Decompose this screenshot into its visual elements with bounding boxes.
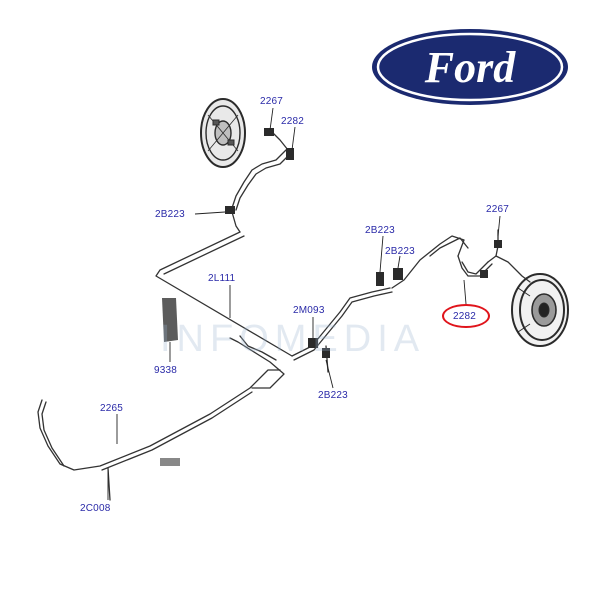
fittings (160, 128, 502, 466)
label-junction: 2M093 (293, 305, 325, 316)
leader-lines (107, 107, 501, 500)
label-front-line: 2265 (100, 403, 124, 414)
junction-block (308, 338, 318, 348)
left-hose-fitting (286, 148, 294, 160)
label-upper-clip-1: 2B223 (365, 225, 395, 236)
label-rear-right-adjuster: 2267 (486, 204, 510, 215)
label-rear-left-adjuster: 2267 (260, 96, 284, 107)
label-main-line: 2L111 (208, 273, 236, 284)
upper-clip-1-fitting (376, 272, 384, 286)
junction-clip-fitting (322, 348, 330, 358)
left-adjuster-fitting (264, 128, 274, 136)
right-hose-fitting (480, 270, 488, 278)
right-adjuster-fitting (494, 240, 502, 248)
label-left-clip: 2B223 (155, 209, 185, 220)
label-upper-clip-2: 2B223 (385, 246, 415, 257)
label-bracket: 9338 (154, 365, 178, 376)
label-front-connector: 2C008 (80, 503, 111, 514)
left-brake-drum (200, 98, 246, 168)
upper-clip-2-fitting (393, 268, 403, 280)
ford-logo: Ford (372, 29, 568, 105)
selected-part-highlight (442, 304, 490, 328)
right-brake-drum (511, 273, 569, 347)
front-clip-part (160, 458, 180, 466)
bracket-part (162, 298, 178, 342)
label-junction-clip: 2B223 (318, 390, 348, 401)
label-rear-left-hose: 2282 (281, 116, 305, 127)
watermark: INFOMEDIA (160, 318, 426, 360)
left-clip-fitting (225, 206, 235, 214)
svg-text:Ford: Ford (424, 43, 516, 92)
